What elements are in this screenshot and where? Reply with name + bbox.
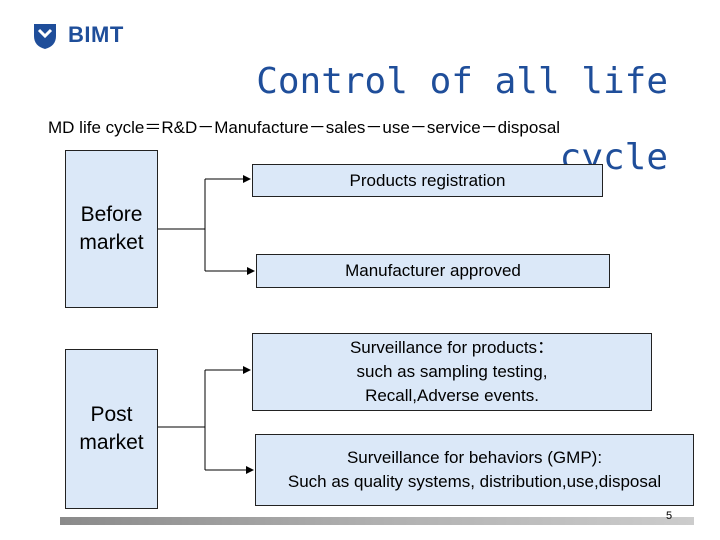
- item-surveillance-products: Surveillance for products： such as sampl…: [252, 333, 652, 411]
- footer-bar: [60, 517, 694, 525]
- stage-before-market: Before market: [65, 150, 158, 308]
- slide-title: Control of all life cycle: [256, 61, 668, 178]
- page-number: 5: [666, 510, 673, 522]
- connector-before-market: [158, 179, 206, 271]
- item-text-line: Surveillance for behaviors (GMP):: [346, 448, 603, 467]
- item-products-registration: Products registration: [252, 164, 603, 197]
- item-text-line: such as sampling testing,: [356, 362, 548, 381]
- bimt-logo-icon: [34, 24, 56, 49]
- item-manufacturer-approved: Manufacturer approved: [256, 254, 610, 288]
- item-text-line: Surveillance for products：: [349, 338, 555, 357]
- stage-label: Post market: [79, 403, 144, 454]
- item-text-line: Such as quality systems, distribution,us…: [287, 472, 662, 491]
- brand-name: BIMT: [68, 22, 124, 47]
- item-surveillance-behaviors: Surveillance for behaviors (GMP): Such a…: [255, 434, 694, 506]
- item-text: Manufacturer approved: [345, 261, 521, 280]
- lifecycle-description: MD life cycle＝R&D－Manufacture－sales－use－…: [48, 118, 561, 137]
- item-text-line: Recall,Adverse events.: [365, 386, 539, 405]
- stage-label: Before market: [79, 203, 144, 254]
- stage-post-market: Post market: [65, 349, 158, 509]
- item-text: Products registration: [349, 170, 506, 190]
- connector-post-market: [158, 370, 206, 470]
